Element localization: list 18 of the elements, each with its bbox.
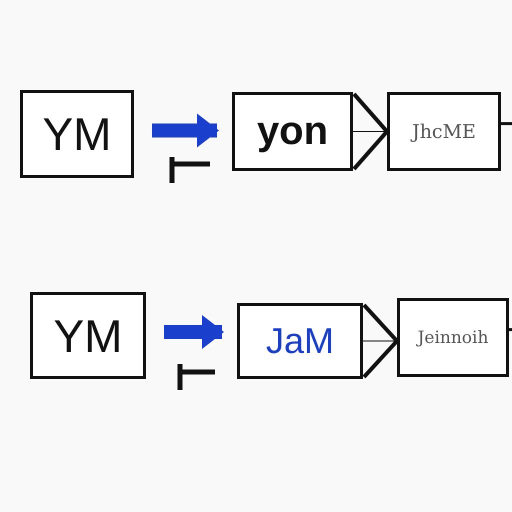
arrow [152,113,219,148]
arrow [352,92,389,171]
box-label: JhcME [412,120,476,142]
box-label: yon [256,109,328,154]
text-box [387,92,501,171]
box-label: Jeinnoih [418,328,488,348]
box-label: YM [42,107,112,161]
text-box [232,92,353,171]
text-box [30,292,146,379]
arrow [164,315,224,350]
arrow [362,303,399,379]
connector-line [509,328,512,332]
box-label: JaM [266,320,334,362]
text-box [237,303,363,379]
text-box [20,90,134,178]
box-label: YM [54,308,122,362]
text-box [397,298,509,377]
connector-line [501,122,512,126]
